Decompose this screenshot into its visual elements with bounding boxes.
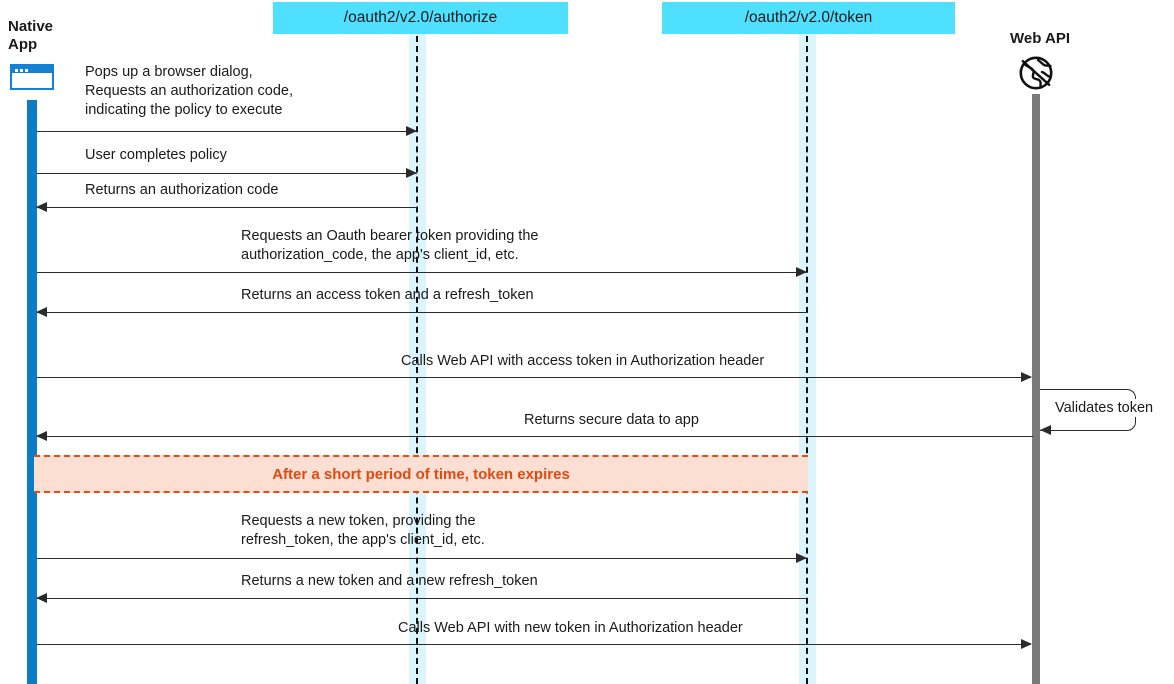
globe-icon <box>1018 55 1054 91</box>
lifeline-authorize-endpoint <box>416 36 418 684</box>
message-arrowhead-9 <box>796 553 807 563</box>
message-label-2: User completes policy <box>85 147 227 163</box>
participant-header-authorize-endpoint[interactable]: /oauth2/v2.0/authorize <box>273 2 568 34</box>
participant-header-token-endpoint[interactable]: /oauth2/v2.0/token <box>662 2 955 34</box>
message-label-3: Returns an authorization code <box>85 182 279 198</box>
browser-window-icon <box>10 64 54 90</box>
message-label-9: Requests a new token, providing the refr… <box>241 513 485 548</box>
message-label-4: Requests an Oauth bearer token providing… <box>241 228 539 263</box>
native-app-label-line2: App <box>8 36 38 53</box>
lifeline-native-app <box>27 100 37 684</box>
message-line-11 <box>37 644 1031 645</box>
browser-dot-2 <box>20 68 23 72</box>
message-line-5 <box>37 312 807 313</box>
browser-dot-3 <box>25 68 28 72</box>
message-label-1: Pops up a browser dialog, Requests an au… <box>85 64 293 118</box>
browser-titlebar <box>12 66 52 73</box>
message-line-4 <box>37 272 807 273</box>
message-line-6 <box>37 377 1031 378</box>
token-expiry-label: After a short period of time, token expi… <box>272 466 570 483</box>
native-app-label-line1: Native <box>8 18 54 35</box>
message-label-11: Calls Web API with new token in Authoriz… <box>398 620 743 636</box>
message-arrowhead-3 <box>36 202 47 212</box>
message-arrowhead-2 <box>406 168 417 178</box>
message-line-10 <box>37 598 807 599</box>
message-arrowhead-7 <box>1040 425 1051 435</box>
message-arrowhead-6 <box>1021 372 1032 382</box>
message-line-9 <box>37 558 807 559</box>
browser-dot-1 <box>15 68 18 72</box>
message-arrowhead-5 <box>36 307 47 317</box>
lifeline-web-api <box>1032 94 1040 684</box>
message-arrowhead-1 <box>406 126 417 136</box>
participant-header-web-api: Web API <box>1009 30 1070 47</box>
message-label-6: Calls Web API with access token in Autho… <box>401 353 765 369</box>
message-arrowhead-8 <box>36 431 47 441</box>
lifeline-token-endpoint <box>806 36 808 684</box>
message-line-1 <box>37 131 417 132</box>
message-line-3 <box>37 207 417 208</box>
message-line-8 <box>37 436 1033 437</box>
message-label-5: Returns an access token and a refresh_to… <box>241 287 534 303</box>
message-arrowhead-4 <box>796 267 807 277</box>
message-label-10: Returns a new token and a new refresh_to… <box>241 573 538 589</box>
message-line-2 <box>37 173 417 174</box>
message-arrowhead-10 <box>36 593 47 603</box>
token-expiry-banner <box>34 455 808 493</box>
message-label-8: Returns secure data to app <box>524 412 699 428</box>
message-arrowhead-11 <box>1021 639 1032 649</box>
participant-header-native-app: Native App <box>8 18 53 54</box>
message-label-7: Validates token <box>1053 399 1156 417</box>
